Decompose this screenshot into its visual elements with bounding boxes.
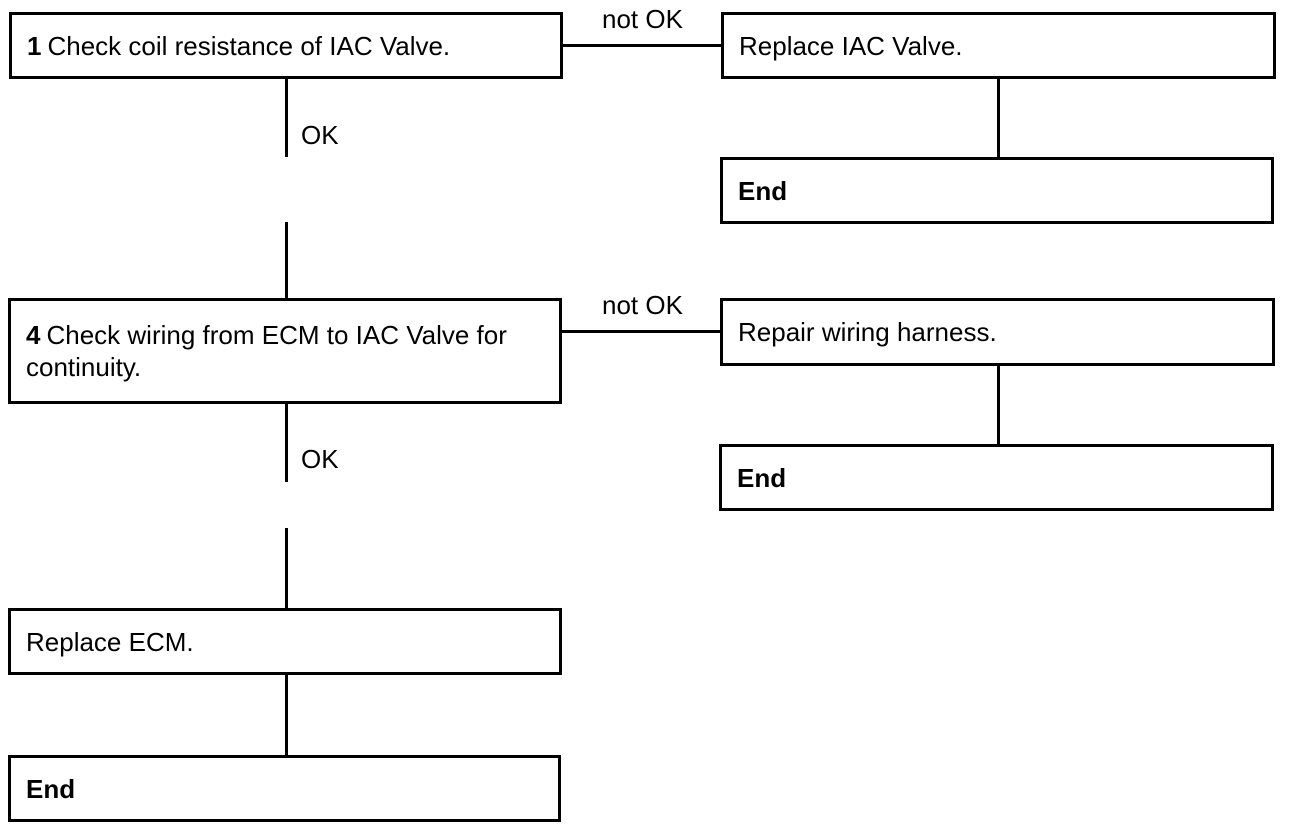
repair-wiring-text: Repair wiring harness.: [738, 317, 997, 347]
connector-step1-ok-lower: [285, 222, 288, 298]
end-box-1: End: [720, 157, 1274, 224]
end-box-1-text: End: [738, 175, 788, 206]
connector-step1-ok-upper: [285, 79, 288, 157]
end-box-2: End: [719, 444, 1274, 511]
connector-step4-ok-lower: [285, 528, 288, 608]
connector-replace-ecm-to-end: [285, 675, 288, 755]
repair-wiring-box: Repair wiring harness.: [720, 298, 1275, 366]
step-4-text: Check wiring from ECM to IAC Valve for c…: [26, 320, 507, 382]
step-1-not-ok-label: not OK: [602, 4, 683, 34]
replace-iac-valve-box: Replace IAC Valve.: [721, 12, 1276, 79]
replace-iac-valve-text: Replace IAC Valve.: [739, 30, 963, 61]
end-box-3: End: [8, 755, 561, 822]
end-box-2-text: End: [737, 462, 787, 493]
replace-ecm-box: Replace ECM.: [8, 608, 562, 675]
step-4-number: 4: [26, 320, 41, 350]
step-1-text: Check coil resistance of IAC Valve.: [47, 30, 451, 61]
replace-ecm-text: Replace ECM.: [26, 626, 194, 657]
step-1-number: 1: [27, 30, 42, 61]
connector-step4-not-ok: [562, 330, 721, 333]
connector-replace-iac-to-end: [997, 79, 1000, 157]
step-4-not-ok-label: not OK: [602, 290, 683, 320]
connector-step4-ok-upper: [285, 404, 288, 482]
step-1-ok-label: OK: [301, 120, 339, 150]
end-box-3-text: End: [26, 773, 76, 804]
connector-repair-to-end: [997, 366, 1000, 444]
step-4-ok-label: OK: [301, 444, 339, 474]
connector-step1-not-ok: [563, 44, 721, 47]
